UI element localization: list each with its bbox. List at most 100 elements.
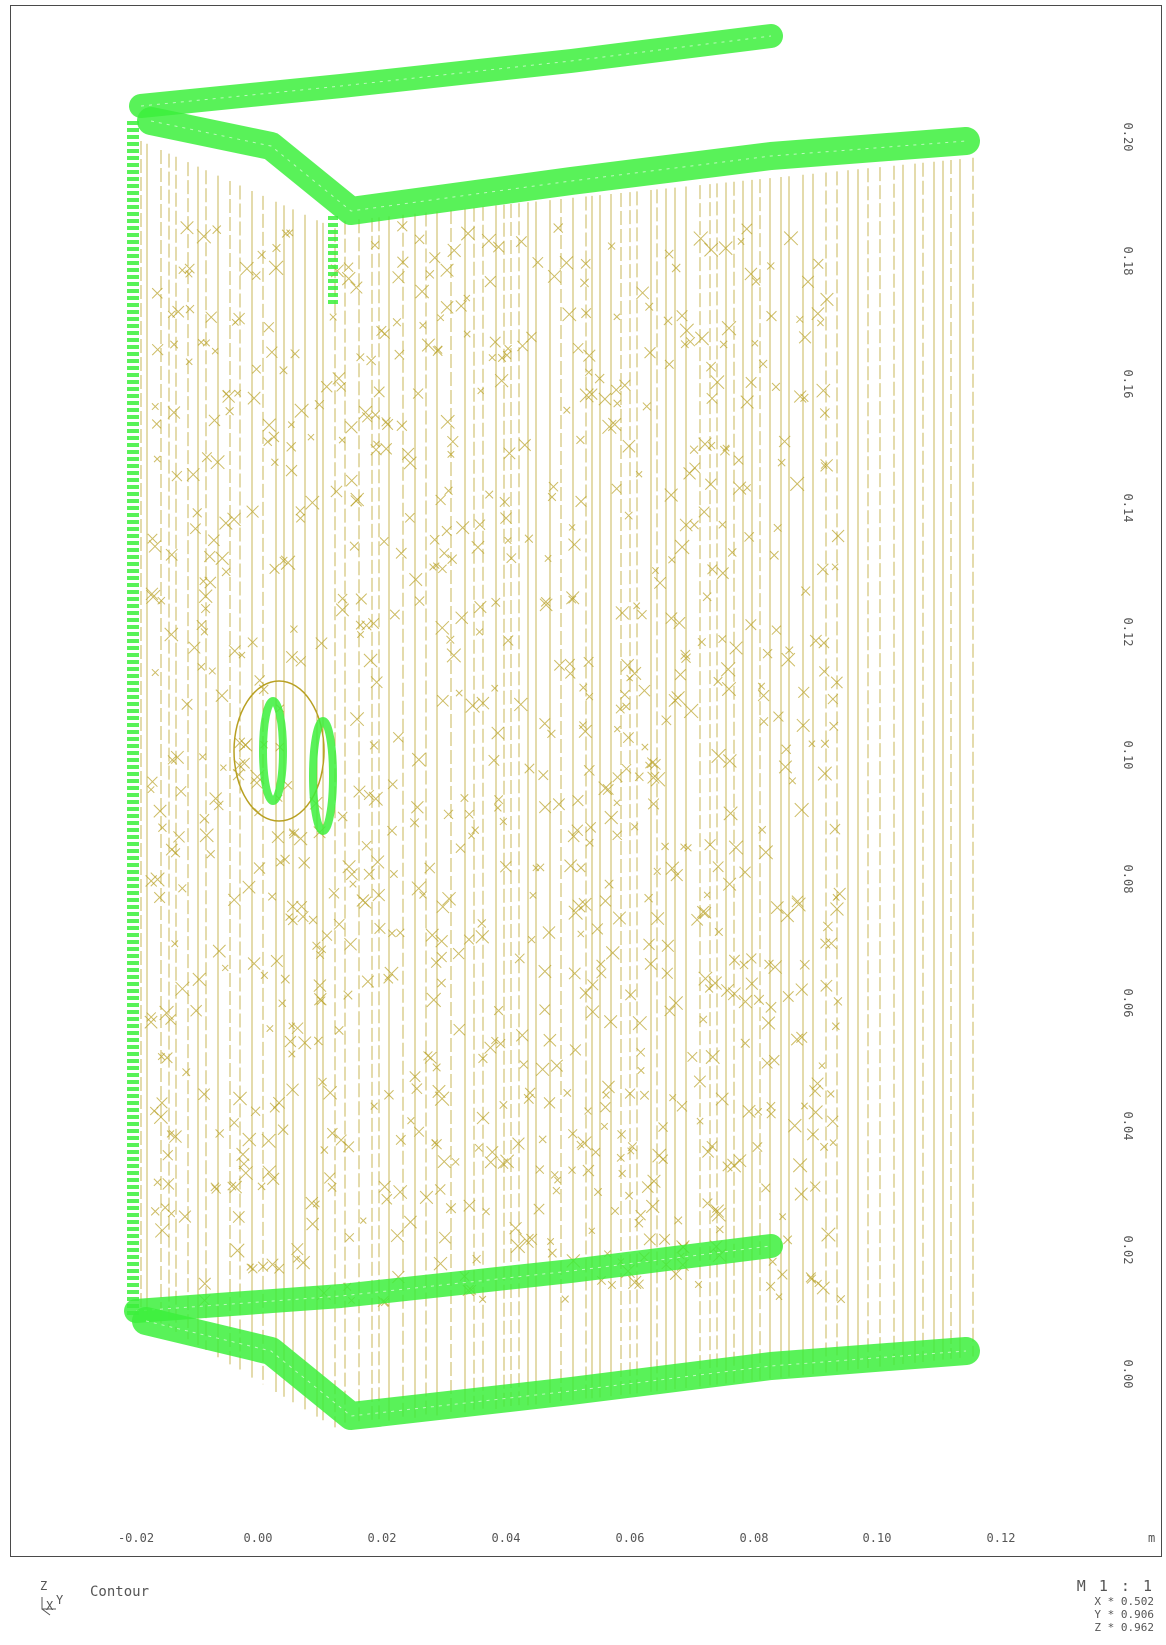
mesh-element xyxy=(293,831,308,846)
mesh-element xyxy=(602,1091,610,1099)
y-tick-label: 0.14 xyxy=(1121,493,1135,523)
mesh-element xyxy=(647,771,660,784)
mesh-element xyxy=(266,346,278,359)
mesh-element xyxy=(665,612,678,625)
mesh-element xyxy=(266,1172,280,1186)
mesh-element xyxy=(247,957,261,970)
mesh-element xyxy=(550,1059,564,1072)
mesh-element xyxy=(626,674,634,682)
mesh-element xyxy=(820,292,834,307)
mesh-element xyxy=(367,617,380,630)
mesh-element xyxy=(211,347,219,355)
mesh-element xyxy=(687,1051,698,1063)
mesh-element xyxy=(641,743,649,751)
mesh-element xyxy=(712,1206,719,1213)
mesh-element xyxy=(600,1122,609,1130)
mesh-element xyxy=(145,875,158,887)
mesh-element xyxy=(787,1118,802,1133)
mesh-element xyxy=(157,1052,166,1061)
mesh-element xyxy=(151,402,159,411)
mesh-element xyxy=(524,763,535,774)
mesh-element xyxy=(370,444,382,456)
mesh-element xyxy=(740,1038,750,1049)
mesh-element xyxy=(721,681,737,697)
mesh-element xyxy=(727,987,741,1001)
mesh-element xyxy=(206,849,216,859)
mesh-element xyxy=(568,595,577,604)
mesh-element xyxy=(263,437,273,447)
mesh-element xyxy=(178,1210,192,1223)
mesh-element xyxy=(396,420,408,432)
mesh-element xyxy=(795,983,809,996)
model-viewport[interactable]: -0.02 0.00 0.02 0.04 0.06 0.08 0.10 0.12… xyxy=(10,5,1162,1557)
mesh-element xyxy=(706,1140,718,1152)
mesh-element xyxy=(315,950,325,959)
triad-x-label: X xyxy=(46,1599,54,1613)
mesh-element xyxy=(279,366,288,375)
mesh-element xyxy=(699,906,712,919)
mesh-element xyxy=(465,698,480,713)
mesh-element xyxy=(338,436,346,444)
mesh-element xyxy=(676,310,688,322)
mesh-element xyxy=(227,893,241,907)
mesh-element xyxy=(307,433,315,441)
mesh-element xyxy=(296,900,308,913)
hole-edge-right xyxy=(309,717,337,835)
mesh-element xyxy=(455,689,463,697)
mesh-element xyxy=(315,637,328,650)
mesh-element xyxy=(323,1172,336,1184)
mesh-element xyxy=(395,928,405,938)
mesh-element xyxy=(519,1233,534,1249)
mesh-element xyxy=(491,726,505,740)
mesh-element xyxy=(392,270,405,284)
mesh-element xyxy=(276,857,285,867)
mesh-element xyxy=(826,1115,839,1128)
mesh-element xyxy=(689,445,699,454)
mesh-element xyxy=(798,331,812,344)
mesh-element xyxy=(728,840,744,855)
mesh-element xyxy=(696,1117,704,1125)
mesh-element xyxy=(613,313,621,321)
mesh-element xyxy=(460,226,476,241)
mesh-element xyxy=(471,540,485,554)
mesh-element xyxy=(585,388,598,401)
mesh-element xyxy=(215,1129,225,1138)
mesh-element xyxy=(247,637,258,648)
mesh-element xyxy=(578,721,588,730)
mesh-element xyxy=(622,732,635,744)
mesh-element xyxy=(203,550,216,563)
triad-z-label: Z xyxy=(40,1579,48,1593)
mesh-element xyxy=(305,1196,319,1210)
mesh-element xyxy=(699,1015,708,1024)
mesh-element xyxy=(298,856,311,869)
mesh-element xyxy=(157,596,166,605)
mesh-element xyxy=(575,495,587,508)
mesh-element xyxy=(381,1193,393,1205)
mesh-element xyxy=(180,221,194,235)
mesh-element xyxy=(646,757,658,769)
mesh-element xyxy=(434,1091,450,1107)
mesh-element xyxy=(363,653,378,668)
mesh-element xyxy=(295,506,305,516)
mesh-element xyxy=(698,971,713,986)
mesh-element xyxy=(166,1130,175,1138)
mesh-element xyxy=(147,776,158,788)
mesh-element xyxy=(602,783,614,796)
mesh-element xyxy=(287,421,295,429)
mesh-element xyxy=(210,455,225,470)
mesh-element xyxy=(698,506,710,518)
mesh-element xyxy=(561,1295,569,1303)
mesh-element xyxy=(673,1216,683,1225)
mesh-element xyxy=(773,523,782,533)
mesh-element xyxy=(684,844,692,852)
mesh-element xyxy=(683,703,699,719)
mesh-element xyxy=(596,968,607,979)
mesh-element xyxy=(674,668,687,681)
mesh-element xyxy=(232,768,245,781)
mesh-element xyxy=(436,694,449,707)
mesh-element xyxy=(759,716,769,727)
mesh-element xyxy=(706,392,718,405)
mesh-element xyxy=(745,376,757,389)
mesh-element xyxy=(419,1190,434,1205)
mesh-element xyxy=(751,339,759,347)
